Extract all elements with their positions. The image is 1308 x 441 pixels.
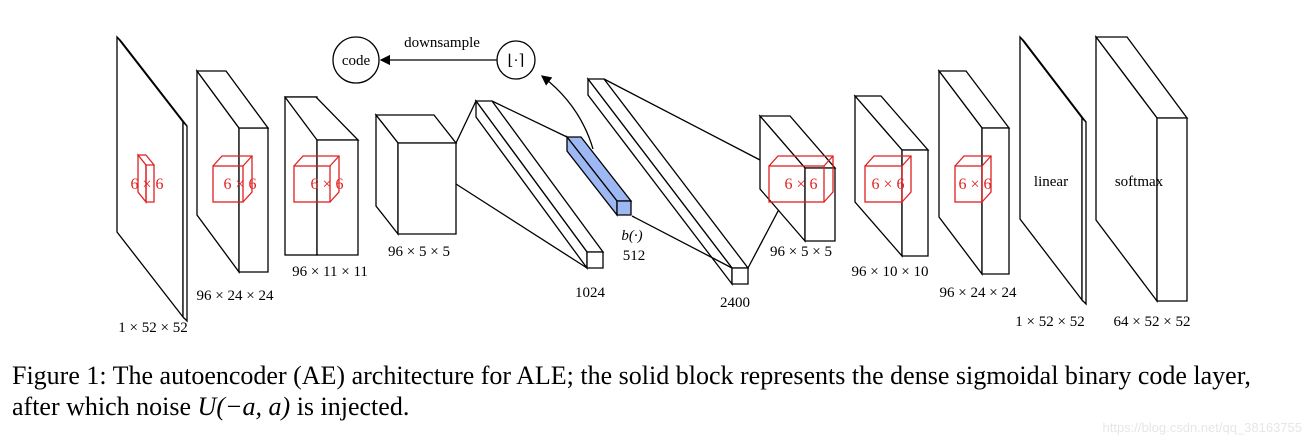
code-node [332,36,380,84]
kernel-label-deconv3: 6 × 6 [958,176,991,193]
autoencoder-diagram: code ⌊·⌉ downsample 6 × 6 6 × 6 6 × 6 6 … [116,35,1191,336]
dim-conv2: 96 × 11 × 11 [292,264,368,280]
dim-input: 1 × 52 × 52 [118,320,187,336]
input-layer [116,35,188,323]
dim-code: 512 [623,248,646,264]
figure-caption: Figure 1: The autoencoder (AE) architect… [12,360,1302,422]
dim-fc1: 1024 [575,285,606,301]
dim-deconv2: 96 × 10 × 10 [852,264,929,280]
kernel-label-deconv2: 6 × 6 [871,176,904,193]
dim-deconv3: 96 × 24 × 24 [940,285,1017,301]
fc1-layer [474,99,605,270]
dim-fc2: 2400 [720,295,750,311]
code-node-label: code [342,53,371,69]
dim-conv3: 96 × 5 × 5 [388,244,450,260]
kernel-label-deconv1: 6 × 6 [784,176,817,193]
dim-softmax: 64 × 52 × 52 [1114,314,1191,330]
deconv1-layer [758,114,837,243]
caption-math: U(−a, a) [197,392,291,421]
softmax-layer [1094,35,1189,303]
dim-conv1: 96 × 24 × 24 [197,288,274,304]
conv1-layer [195,69,270,274]
conv3-layer [374,113,458,236]
kernel-box-deconv3 [954,155,992,203]
code-block [565,135,633,217]
deconv2-layer [853,94,930,258]
kernel-label-input: 6 × 6 [130,176,163,193]
deconv3-layer [937,69,1011,276]
rounding-node-label: ⌊·⌉ [508,53,525,69]
dim-linear: 1 × 52 × 52 [1015,314,1084,330]
downsample-label: downsample [404,35,480,51]
kernel-box-deconv2 [864,155,912,203]
caption-text: Figure 1: The autoencoder (AE) architect… [12,361,1251,421]
fc2-layer [586,77,750,286]
linear-layer [1019,35,1087,306]
code-to-rounding-arrow [540,75,594,150]
softmax-label: softmax [1115,174,1164,190]
conv2-layer [283,96,360,256]
kernel-label-conv1: 6 × 6 [223,176,256,193]
kernel-label-conv2: 6 × 6 [310,176,343,193]
kernel-box-deconv1 [768,155,834,203]
kernel-box-input [137,153,155,204]
linear-label: linear [1034,174,1068,190]
caption-suffix: is injected. [290,392,410,421]
dim-deconv1: 96 × 5 × 5 [770,244,832,260]
code-function-label: b(·) [621,228,642,244]
watermark: https://blog.csdn.net/qq_38163755 [1102,420,1303,435]
kernel-box-conv2 [293,155,340,203]
kernel-box-conv1 [212,155,253,203]
